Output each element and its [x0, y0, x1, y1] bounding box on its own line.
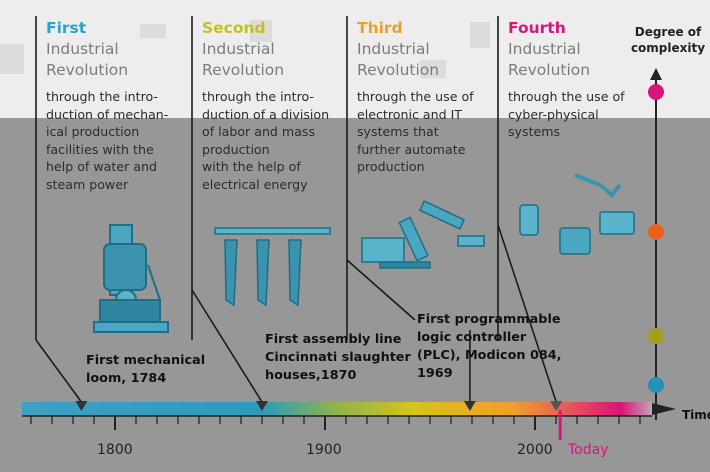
revolution-second-description: through the intro- duction of a division…: [202, 89, 330, 192]
today-label: Today: [568, 442, 609, 458]
revolution-fourth-title: Fourth: [508, 19, 566, 37]
complexity-dot-3: [648, 328, 664, 344]
callout-line-1: [35, 339, 83, 403]
revolution-first-description: through the intro- duction of mechan- ic…: [46, 89, 169, 192]
robot-arm-illustration: [361, 200, 485, 269]
assembly-line-illustration: [214, 227, 331, 307]
year-label-1900: 1900: [306, 442, 342, 458]
revolution-first-title: First: [46, 19, 87, 37]
year-label-2000: 2000: [517, 442, 553, 458]
revolution-first: First Industrial Revolution through the …: [46, 18, 196, 193]
revolution-second-title: Second: [202, 19, 266, 37]
loom-illustration: [93, 224, 169, 333]
timeline-arrow-icon: [652, 403, 676, 415]
time-label: Time: [682, 408, 710, 422]
callout-line-4: [497, 224, 557, 403]
complexity-dot-4: [648, 377, 664, 393]
complexity-dot-1: [648, 84, 664, 100]
milestone-loom: First mechanical loom, 1784: [86, 353, 206, 386]
milestone-markers: [75, 401, 563, 411]
revolution-fourth-description: through the use of cyber-physical system…: [508, 89, 625, 139]
revolution-second: Second Industrial Revolution through the…: [202, 18, 352, 193]
timeline-bar: [22, 402, 652, 416]
callout-line-2: [191, 289, 263, 403]
revolution-third: Third Industrial Revolution through the …: [357, 18, 507, 176]
milestone-marker-1784: [75, 401, 88, 411]
complexity-label: Degree of complexity: [630, 25, 706, 55]
milestone-marker-today: [550, 401, 563, 411]
callout-line-3: [346, 259, 416, 321]
cyber-physical-illustration: [519, 173, 635, 255]
milestone-marker-1870: [256, 401, 268, 411]
complexity-arrow-icon: [650, 68, 662, 80]
milestone-callouts: [35, 224, 557, 403]
era-dividers: [35, 16, 499, 340]
milestone-marker-1969: [463, 401, 476, 411]
timeline-ticks: [22, 410, 652, 440]
milestone-plc: First programmable logic controller (PLC…: [417, 312, 562, 381]
complexity-dots: [648, 84, 664, 393]
year-label-1800: 1800: [97, 442, 133, 458]
revolution-third-description: through the use of electronic and IT sys…: [357, 89, 474, 174]
complexity-dot-2: [648, 224, 664, 240]
revolution-third-title: Third: [357, 19, 403, 37]
header-band: [0, 0, 710, 118]
revolution-fourth: Fourth Industrial Revolution through the…: [508, 18, 658, 141]
milestone-assembly-line: First assembly line Cincinnati slaughter…: [265, 332, 411, 383]
